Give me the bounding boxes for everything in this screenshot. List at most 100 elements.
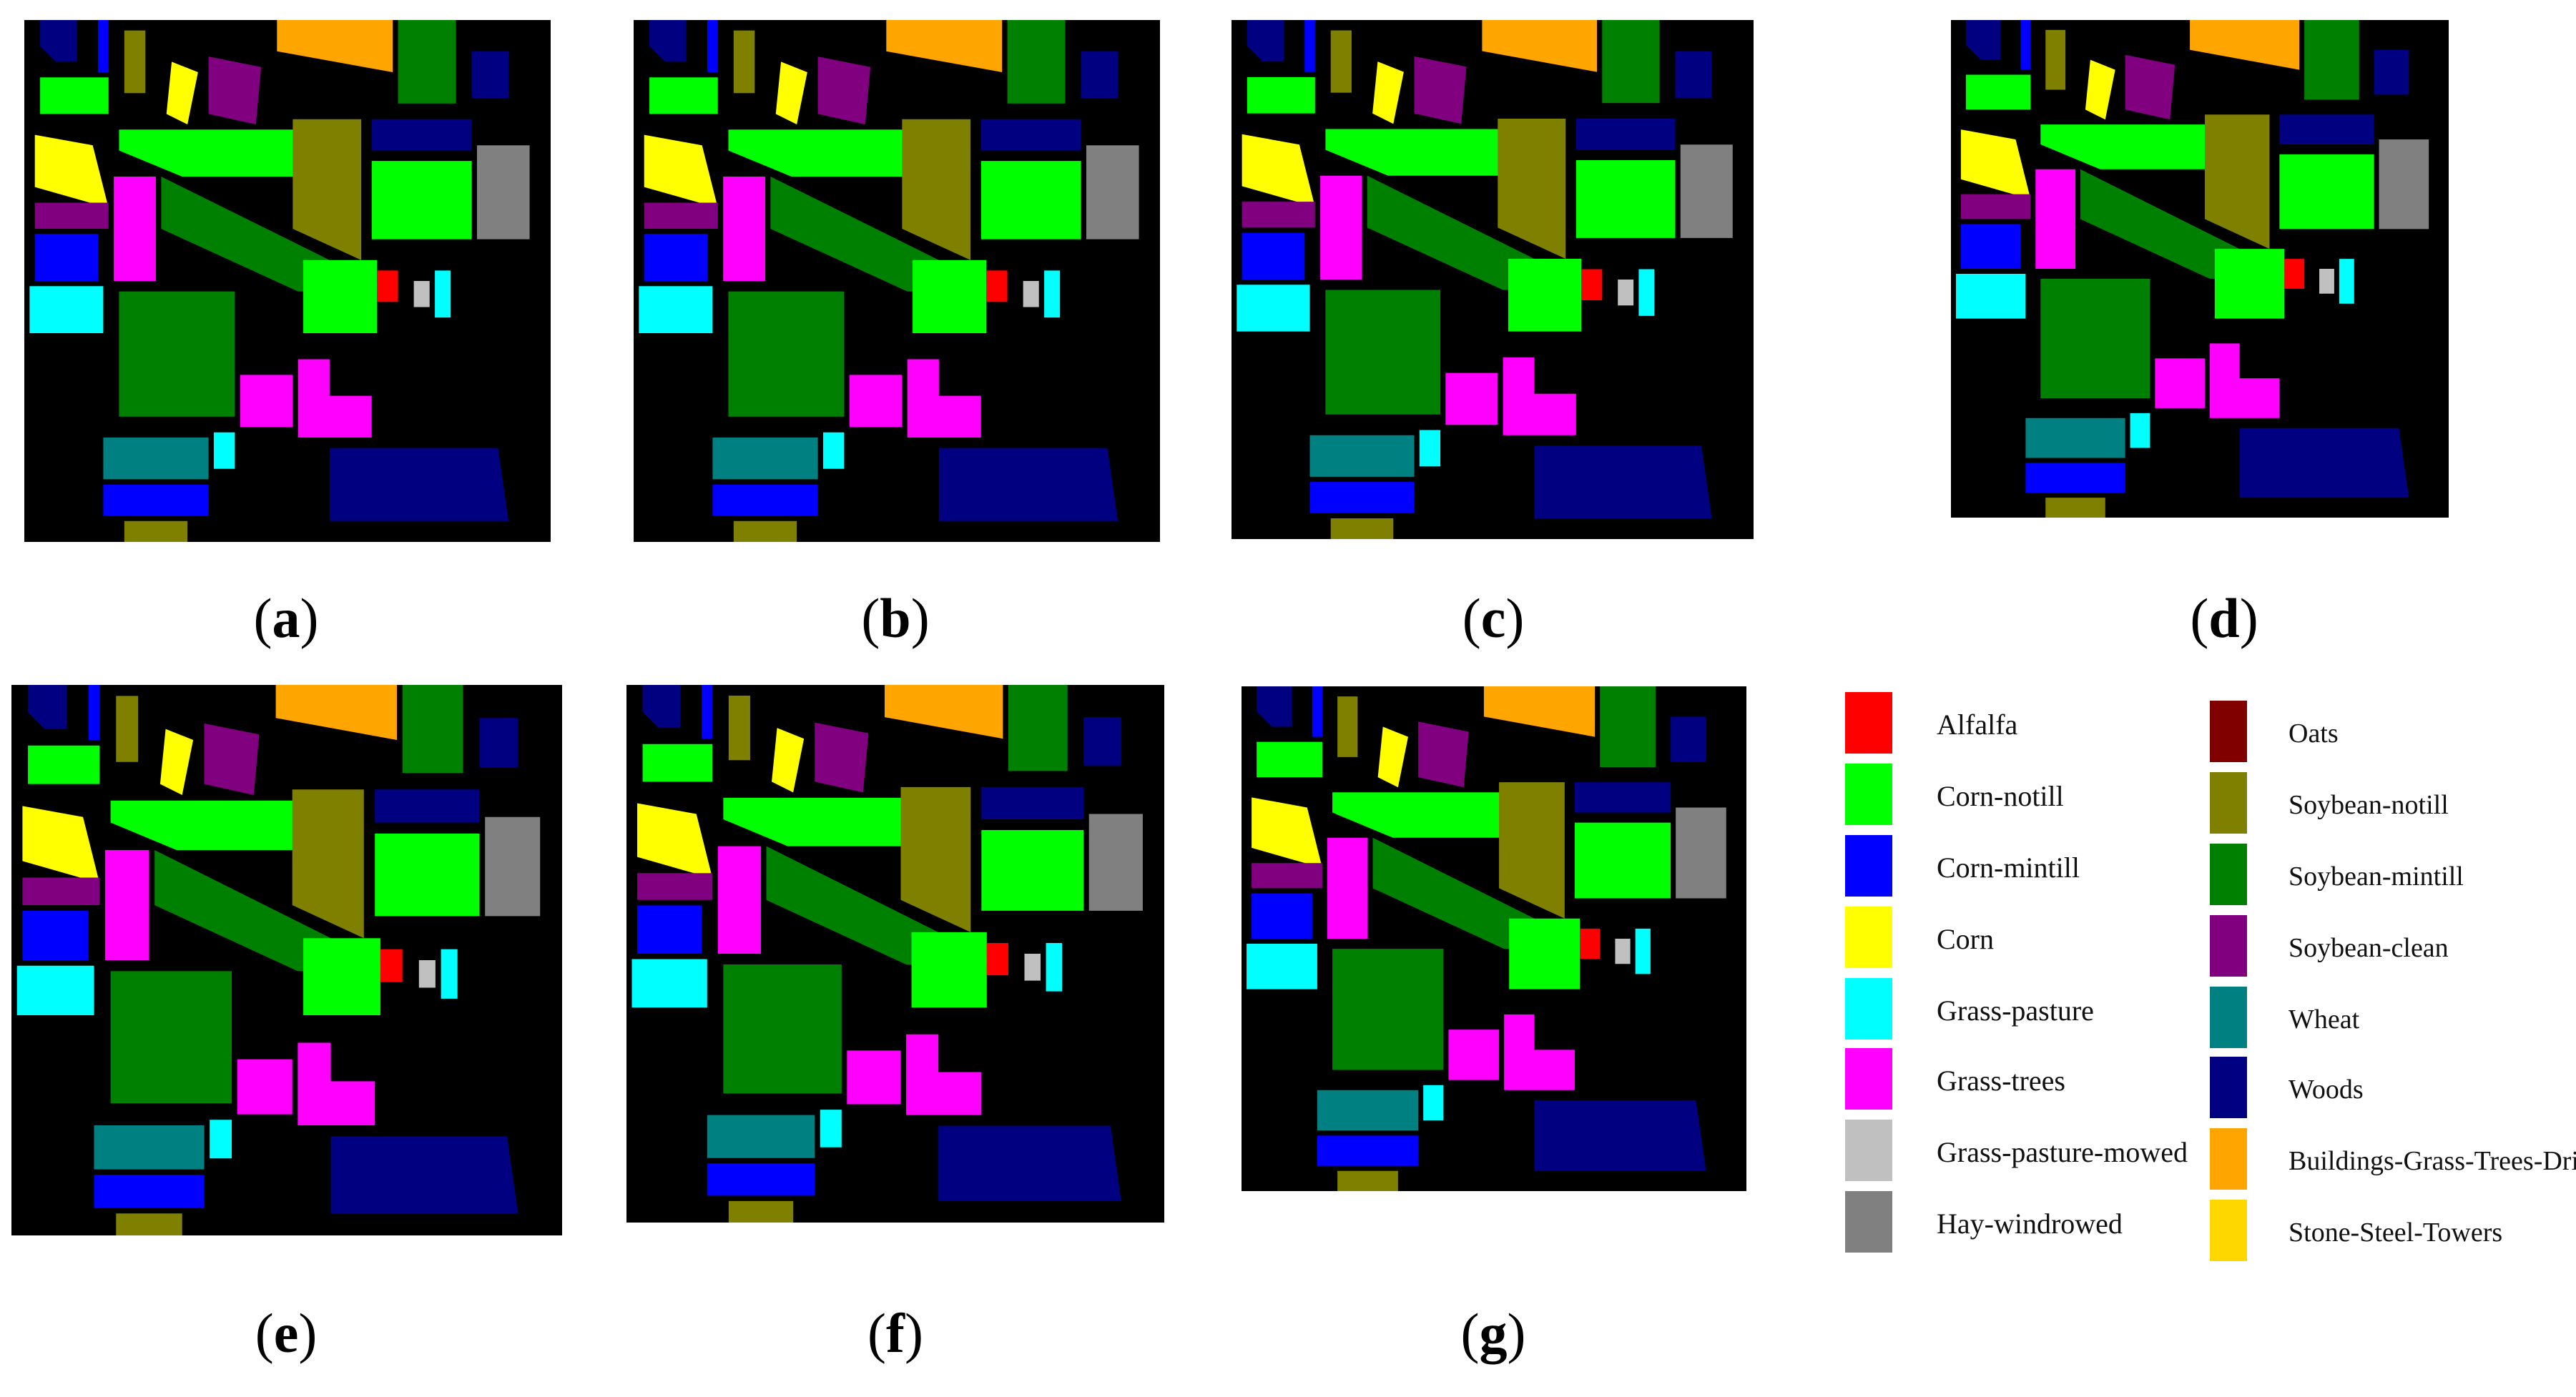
- map-panel-a: [24, 20, 551, 542]
- map-region-grass-trees: [240, 375, 293, 428]
- map-region-soybean-clean: [1242, 202, 1315, 228]
- map-region-soybean-notill: [733, 30, 755, 94]
- map-region-grass-pasture-mowed: [1618, 280, 1634, 306]
- map-region-woods: [471, 51, 509, 99]
- map-region-corn-notill: [1247, 76, 1315, 114]
- map-region-corn-mintill: [637, 905, 702, 954]
- legend-swatch-grass-trees: [1845, 1048, 1892, 1110]
- map-region-woods: [371, 119, 472, 151]
- map-region-grass-trees: [847, 1050, 901, 1105]
- map-region-woods: [938, 1125, 1121, 1201]
- map-region-alfalfa: [986, 270, 1008, 302]
- map-region-corn: [1960, 129, 2031, 199]
- map-panel-e: [11, 685, 562, 1235]
- map-region-soybean-notill: [116, 696, 139, 762]
- legend-swatch-grass-pasture-mowed: [1845, 1120, 1892, 1181]
- map-region-grass-pasture-mowed: [2319, 269, 2334, 294]
- map-region-corn: [34, 134, 109, 208]
- map-region-grass-pasture: [1955, 273, 2026, 319]
- legend-label-grass-trees: Grass-trees: [1937, 1065, 2065, 1097]
- map-region-soybean-notill: [124, 520, 188, 542]
- map-region-soybean-clean: [1960, 194, 2031, 219]
- map-region-soybean-mintill: [728, 291, 845, 417]
- map-region-grass-pasture: [1046, 942, 1063, 992]
- map-region-soybean-notill: [2045, 29, 2066, 90]
- map-region-corn-notill: [371, 161, 472, 240]
- map-panel-b: [634, 20, 1160, 542]
- map-region-soybean-mintill: [110, 971, 232, 1104]
- map-region-soybean-notill: [1498, 118, 1566, 259]
- map-region-woods: [2374, 49, 2409, 95]
- legend-label-alfalfa: Alfalfa: [1937, 709, 2018, 741]
- map-region-corn-mintill: [644, 234, 708, 281]
- map-region-soybean-notill: [728, 696, 750, 761]
- map-region-grass-trees: [298, 359, 372, 438]
- map-region-woods: [1675, 51, 1712, 98]
- map-region-grass-pasture-mowed: [1024, 954, 1041, 981]
- map-region-alfalfa: [380, 949, 403, 982]
- map-region-corn-mintill: [1309, 482, 1415, 513]
- map-region-corn-mintill: [1960, 224, 2021, 269]
- map-region-soybean-mintill: [398, 20, 456, 104]
- map-region-corn-notill: [913, 260, 987, 333]
- legend-label-soybean-notill: Soybean-notill: [2289, 790, 2449, 820]
- map-region-woods: [1965, 20, 2001, 60]
- map-region-grass-pasture: [213, 432, 235, 469]
- map-region-buildings-grass-trees-drives: [884, 685, 1003, 739]
- map-region-soybean-notill: [1337, 696, 1358, 757]
- map-panel-f: [626, 685, 1164, 1223]
- legend-label-hay-windrowed: Hay-windrowed: [1937, 1208, 2123, 1240]
- map-region-corn-mintill: [98, 20, 109, 72]
- legend-swatch-buildings-grass-trees-drives: [2210, 1128, 2247, 1190]
- map-region-woods: [1257, 686, 1292, 727]
- map-region-grass-trees: [298, 1042, 375, 1125]
- map-region-woods: [938, 448, 1119, 521]
- caption-d: (d): [2117, 586, 2331, 651]
- map-region-wheat: [103, 438, 209, 480]
- map-region-alfalfa: [1580, 928, 1601, 959]
- map-region-soybean-mintill: [402, 685, 463, 774]
- legend-swatch-soybean-clean: [2210, 915, 2247, 977]
- map-region-corn-notill: [1257, 741, 1322, 778]
- map-region-alfalfa: [377, 270, 398, 302]
- map-region-soybean-notill: [292, 119, 362, 260]
- map-region-woods: [2279, 114, 2374, 144]
- classification-map: [626, 685, 1164, 1223]
- map-region-grass-pasture: [1237, 285, 1310, 332]
- map-region-corn: [1252, 797, 1322, 869]
- map-region-grass-trees: [1504, 1014, 1575, 1090]
- caption-paren-close: ): [300, 587, 319, 649]
- map-region-soybean-clean: [22, 877, 100, 905]
- map-region-soybean-clean: [208, 56, 262, 124]
- map-region-hay-windrowed: [485, 816, 541, 917]
- map-region-corn-notill: [2214, 249, 2285, 319]
- caption-paren-close: ): [2239, 587, 2258, 649]
- caption-paren-open: (: [1460, 1302, 1480, 1364]
- map-region-soybean-notill: [1499, 782, 1565, 919]
- map-region-alfalfa: [2284, 259, 2305, 289]
- caption-paren-close: ): [910, 587, 930, 649]
- legend-swatch-soybean-mintill: [2210, 844, 2247, 905]
- map-region-grass-pasture: [822, 432, 845, 469]
- map-region-corn-mintill: [34, 234, 99, 281]
- caption-paren-open: (: [255, 1302, 274, 1364]
- map-region-woods: [1575, 118, 1676, 150]
- map-region-soybean-notill: [1330, 30, 1352, 93]
- map-region-grass-pasture: [29, 286, 104, 333]
- map-region-corn-notill: [2279, 154, 2374, 229]
- map-region-woods: [330, 1136, 518, 1214]
- map-region-corn-notill: [1508, 258, 1582, 332]
- map-region-grass-trees: [849, 375, 903, 428]
- map-region-corn-mintill: [1312, 686, 1322, 737]
- map-region-woods: [1671, 716, 1706, 762]
- map-region-soybean-clean: [1252, 863, 1322, 889]
- map-region-grass-pasture: [631, 959, 707, 1008]
- map-region-buildings-grass-trees-drives: [277, 20, 393, 72]
- map-region-corn-mintill: [707, 1163, 815, 1196]
- map-region-soybean-mintill: [1007, 20, 1066, 104]
- map-region-grass-pasture: [1423, 1085, 1444, 1121]
- map-region-grass-pasture-mowed: [418, 960, 436, 988]
- legend-swatch-corn-notill: [1845, 764, 1892, 825]
- map-region-wheat: [712, 438, 818, 480]
- map-region-soybean-notill: [124, 30, 146, 94]
